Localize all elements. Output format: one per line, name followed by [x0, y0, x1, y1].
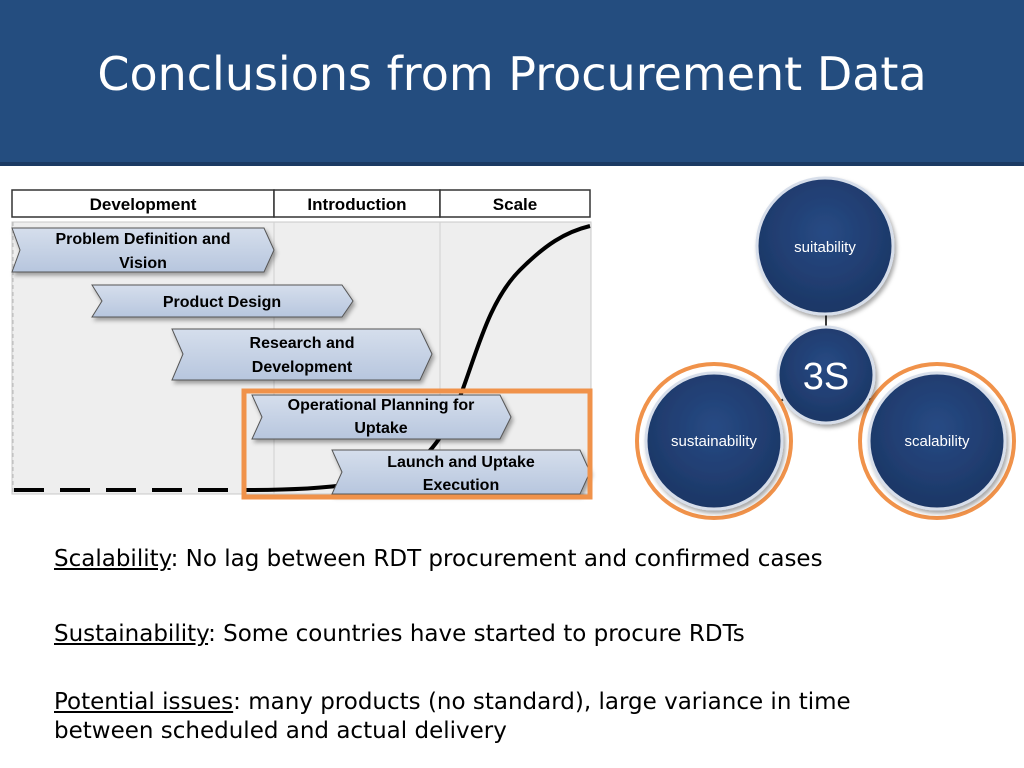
circle-sustainability — [644, 371, 784, 511]
conclusion-potential-issues: Potential issues: many products (no stan… — [54, 688, 954, 746]
stage-chevron-product-design — [91, 284, 354, 318]
circle-suitability — [755, 176, 895, 316]
circle-label-suitability: suitability — [794, 239, 856, 256]
stage-label: Development — [252, 359, 353, 376]
conclusion-term: Potential issues — [54, 689, 234, 715]
stage-chevron-problem-definition — [11, 227, 275, 273]
stage-label: Operational Planning for — [288, 397, 475, 414]
stage-label: Uptake — [354, 420, 407, 437]
stage-chevron-operational-planning — [251, 394, 512, 440]
conclusion-text: : No lag between RDT procurement and con… — [170, 546, 823, 572]
three-s-diagram: suitability sustainability scalability 3… — [635, 176, 1016, 520]
conclusion-sustainability: Sustainability: Some countries have star… — [54, 620, 745, 649]
circle-scalability — [867, 371, 1007, 511]
phase-header-scale — [439, 189, 591, 218]
circle-label-scalability: scalability — [904, 433, 970, 450]
stage-label: Product Design — [163, 294, 281, 311]
phase-header-development — [11, 189, 275, 218]
highlight-box — [241, 388, 593, 500]
phase-header-label: Introduction — [307, 195, 406, 214]
stage-label: Problem Definition and — [55, 231, 230, 248]
stage-label: Research and — [250, 335, 355, 352]
conclusion-scalability: Scalability: No lag between RDT procurem… — [54, 545, 823, 574]
stage-label: Launch and Uptake — [387, 454, 535, 471]
stage-chevron-launch-uptake — [331, 449, 591, 495]
stage-label: Execution — [423, 477, 499, 494]
circle-3s-center — [776, 325, 876, 425]
phase-header-label: Development — [90, 195, 197, 214]
conclusion-text: : Some countries have started to procure… — [208, 621, 745, 647]
phase-header-label: Scale — [493, 195, 537, 214]
phase-header-row: Development Introduction Scale — [11, 189, 591, 218]
conclusion-term: Sustainability — [54, 621, 209, 647]
circle-label-3s: 3S — [803, 356, 849, 398]
stage-label: Vision — [119, 255, 167, 272]
page-title: Conclusions from Procurement Data — [97, 47, 927, 101]
title-bar: Conclusions from Procurement Data — [0, 0, 1024, 166]
stage-chevron-research-development — [171, 328, 433, 381]
conclusion-term: Scalability — [54, 546, 171, 572]
conclusion-text: : many products (no standard), large var… — [54, 689, 851, 744]
circle-label-sustainability: sustainability — [671, 433, 757, 450]
